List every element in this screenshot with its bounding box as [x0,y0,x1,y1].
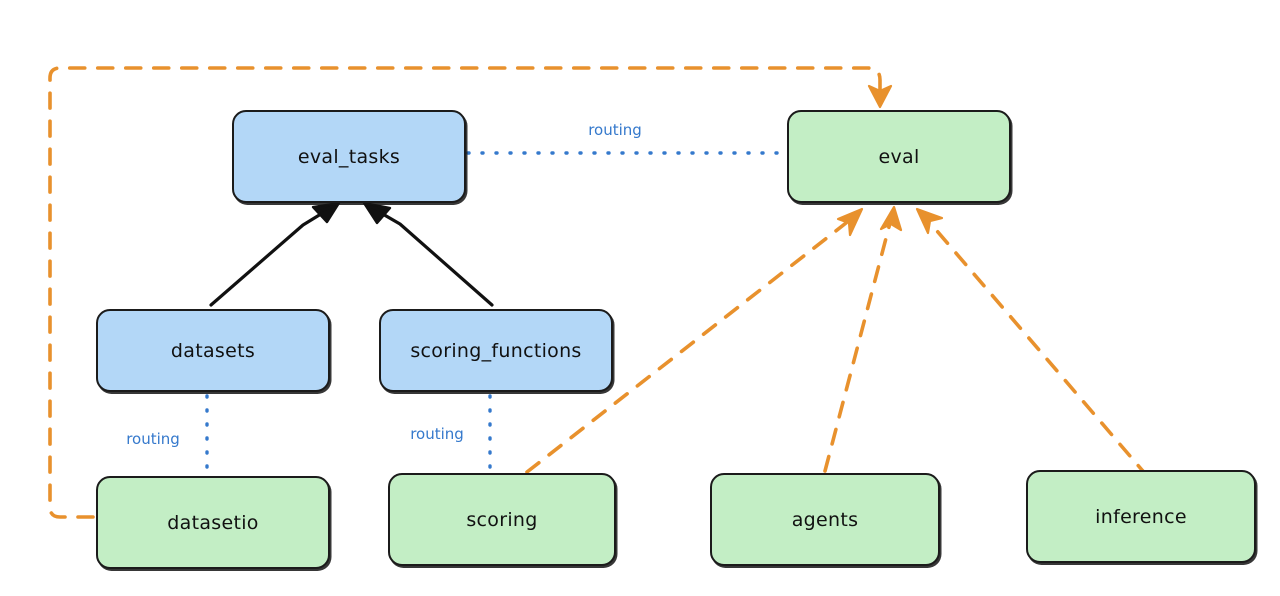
edge-label-routing-eval: routing [588,121,642,139]
node-label: agents [791,508,859,531]
node-datasetio[interactable]: datasetio [96,476,330,569]
edge-datasets-to-eval_tasks [209,201,341,307]
node-scoring-functions[interactable]: scoring_functions [379,309,613,392]
node-inference[interactable]: inference [1026,470,1256,563]
node-label: eval_tasks [297,145,401,168]
node-label: scoring_functions [410,339,582,362]
edge-scoring-to-eval [525,207,864,474]
edge-agents-to-eval [823,205,903,473]
edge-label-routing-scoring: routing [410,425,464,443]
edge-scoring_functions-to-eval_tasks [362,201,494,307]
node-label: inference [1095,505,1187,528]
edge-label-routing-datasets: routing [126,430,180,448]
edge-inference-to-eval [915,207,1150,479]
node-agents[interactable]: agents [710,473,940,566]
node-label: datasets [170,339,256,362]
node-eval-tasks[interactable]: eval_tasks [232,110,466,203]
node-label: eval [878,145,920,168]
node-eval[interactable]: eval [787,110,1011,203]
node-label: scoring [466,508,538,531]
edge-datasetio-to-eval [48,66,893,519]
node-scoring[interactable]: scoring [388,473,616,566]
node-datasets[interactable]: datasets [96,309,330,392]
node-label: datasetio [167,511,259,534]
